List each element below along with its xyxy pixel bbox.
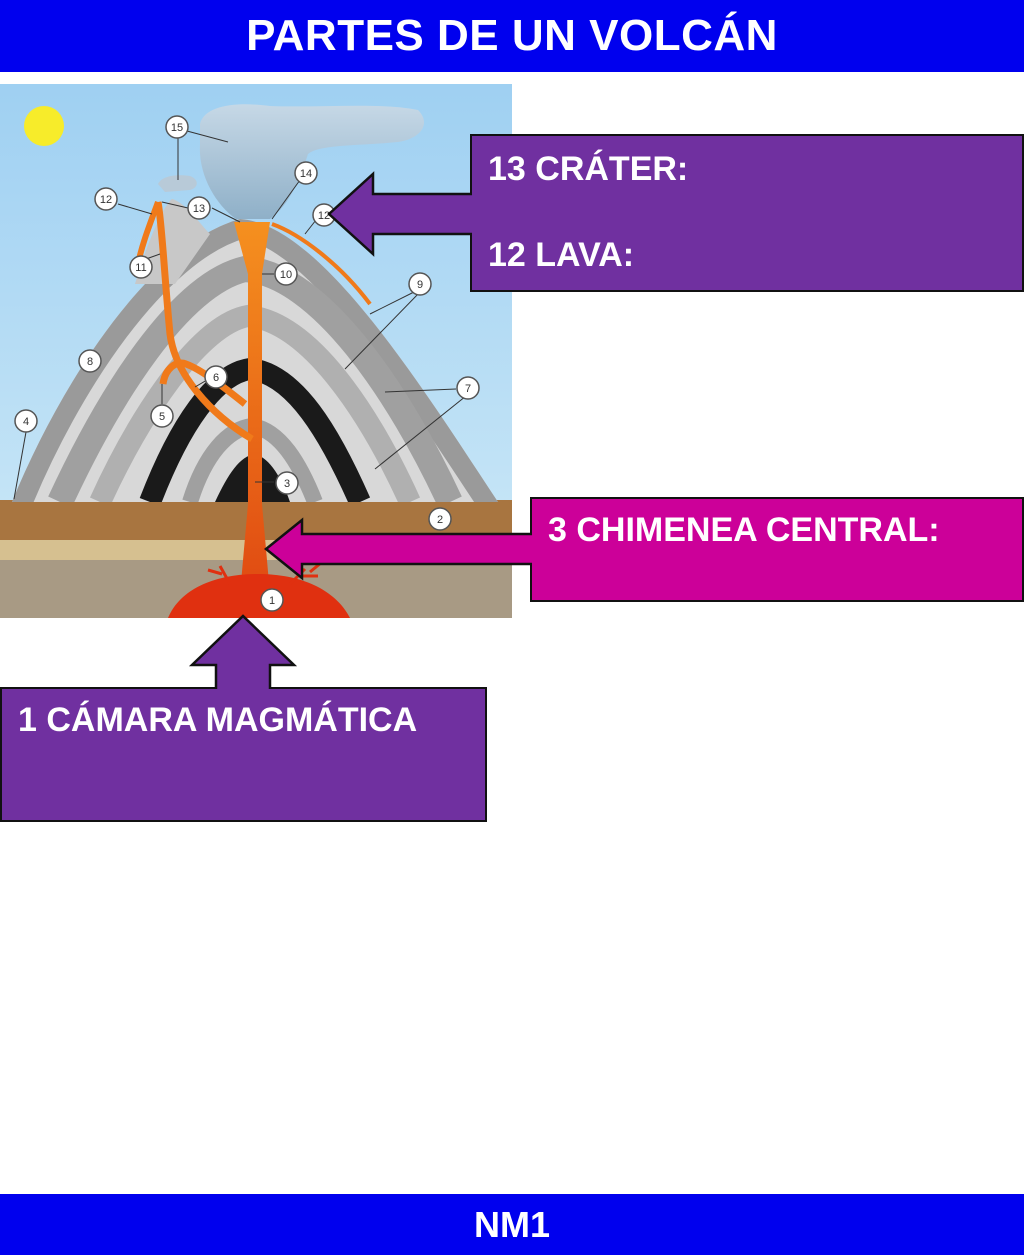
marker-number: 2 (437, 514, 443, 526)
marker-3: 3 (275, 471, 299, 495)
marker-number: 4 (23, 416, 29, 428)
marker-7: 7 (456, 376, 480, 400)
marker-11: 11 (129, 255, 153, 279)
marker-12: 12 (312, 203, 336, 227)
magma-chamber (168, 574, 350, 618)
marker-12: 12 (94, 187, 118, 211)
marker-13: 13 (187, 196, 211, 220)
label-camara: 1 CÁMARA MAGMÁTICA (18, 701, 418, 739)
marker-1: 1 (260, 588, 284, 612)
marker-number: 1 (269, 595, 275, 607)
small-smoke (158, 175, 197, 192)
marker-number: 5 (159, 411, 165, 423)
page-title: PARTES DE UN VOLCÁN (0, 0, 1024, 72)
arrow-to-camara (188, 614, 298, 689)
side-vent (154, 201, 254, 443)
label-lava: 12 LAVA: (488, 236, 635, 274)
marker-number: 12 (318, 210, 330, 222)
marker-15: 15 (165, 115, 189, 139)
marker-number: 7 (465, 383, 471, 395)
marker-number: 8 (87, 356, 93, 368)
footer-label: NM1 (0, 1194, 1024, 1255)
secondary-cone (135, 199, 210, 284)
marker-number: 9 (417, 279, 423, 291)
marker-6: 6 (204, 365, 228, 389)
label-crater: 13 CRÁTER: (488, 150, 689, 188)
arrow-to-crater (327, 171, 472, 257)
marker-number: 14 (300, 168, 312, 180)
smoke-cloud (199, 104, 425, 219)
marker-number: 12 (100, 194, 112, 206)
volcano-diagram: 15 14 12 13 12 11 10 9 8 6 7 5 4 3 2 1 (0, 84, 512, 618)
marker-10: 10 (274, 262, 298, 286)
marker-number: 13 (193, 203, 205, 215)
label-box-crater-lava: 13 CRÁTER: 12 LAVA: (470, 134, 1024, 292)
marker-5: 5 (150, 404, 174, 428)
marker-4: 4 (14, 409, 38, 433)
sill (159, 359, 248, 407)
sun (24, 106, 64, 146)
label-chimenea: 3 CHIMENEA CENTRAL: (548, 511, 940, 549)
lava-flow-right (271, 222, 372, 306)
marker-number: 3 (284, 478, 290, 490)
marker-number: 15 (171, 122, 183, 134)
marker-8: 8 (78, 349, 102, 373)
marker-14: 14 (294, 161, 318, 185)
marker-9: 9 (408, 272, 432, 296)
marker-number: 6 (213, 372, 219, 384)
marker-number: 11 (135, 262, 146, 274)
main-vent (234, 222, 270, 594)
label-box-chimenea: 3 CHIMENEA CENTRAL: (530, 497, 1024, 602)
label-box-camara: 1 CÁMARA MAGMÁTICA (0, 687, 487, 822)
marker-2: 2 (428, 507, 452, 531)
arrow-to-chimenea (264, 517, 532, 581)
marker-number: 10 (280, 269, 292, 281)
